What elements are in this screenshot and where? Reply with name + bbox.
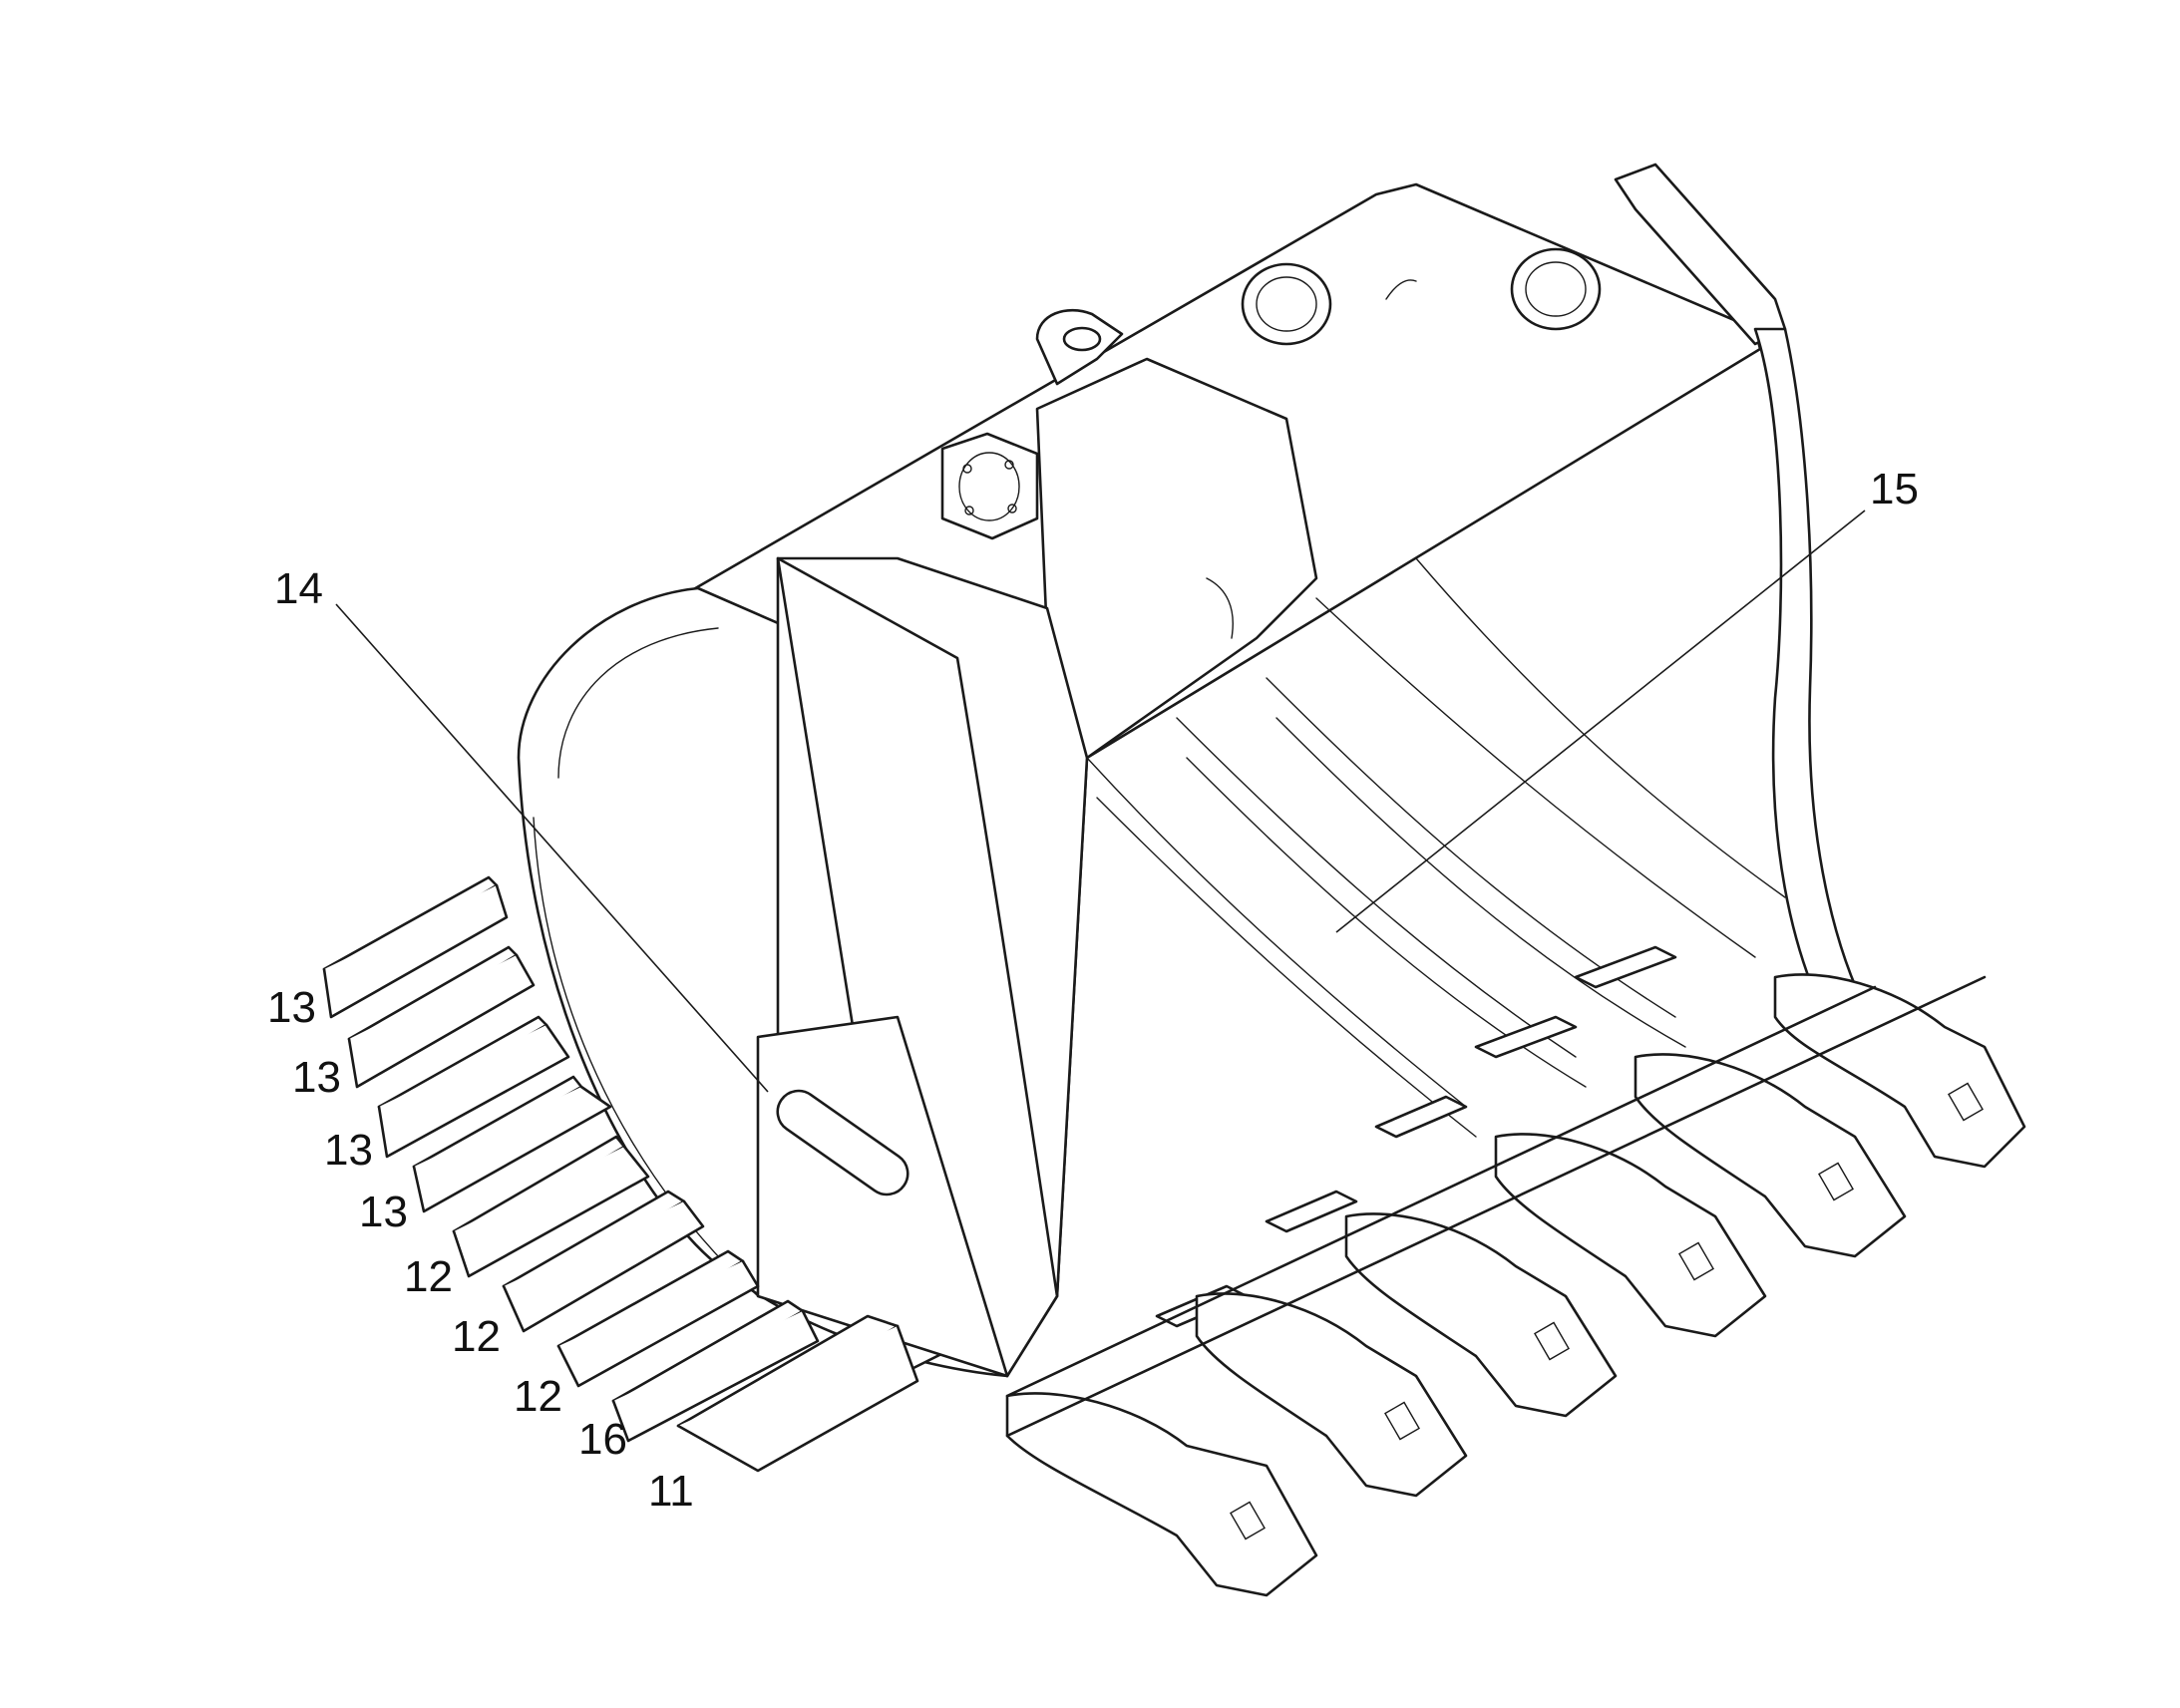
callout-13-d: 13 — [359, 1188, 408, 1236]
callout-12-a: 12 — [404, 1252, 453, 1301]
callout-13-c: 13 — [324, 1126, 373, 1175]
callout-labels: 14 15 13 13 13 13 12 12 12 16 11 — [267, 465, 1919, 1516]
tooth-5 — [1634, 1053, 1907, 1258]
callout-11: 11 — [648, 1467, 694, 1516]
exploded-wear-plates — [322, 875, 919, 1473]
callout-14: 14 — [274, 564, 323, 613]
cutting-edge — [1005, 975, 1987, 1438]
leader-lines — [335, 510, 1866, 1093]
callout-12-b: 12 — [452, 1312, 501, 1361]
callout-12-c: 12 — [514, 1372, 562, 1421]
bucket-shell — [517, 163, 1897, 1378]
tooth-1 — [1005, 1392, 1318, 1597]
tooth-3 — [1344, 1212, 1618, 1418]
bucket-ribs — [1086, 557, 1786, 1138]
callout-13-a: 13 — [267, 983, 316, 1032]
tooth-2 — [1195, 1292, 1468, 1498]
callout-16: 16 — [578, 1415, 627, 1464]
rear-pin-bosses — [1241, 247, 1602, 346]
left-side-plate — [756, 556, 1059, 1378]
lifting-lug — [1035, 308, 1124, 386]
bucket-teeth — [1005, 973, 2026, 1597]
callout-13-b: 13 — [292, 1053, 341, 1102]
callout-15: 15 — [1870, 465, 1919, 513]
